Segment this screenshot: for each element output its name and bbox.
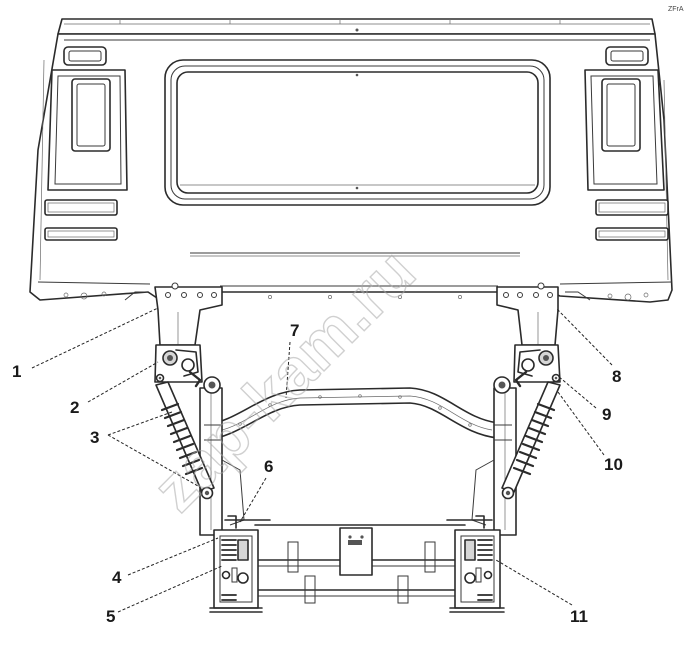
- side-recess-right: [584, 69, 665, 191]
- callout-1: 1: [12, 362, 21, 381]
- callout-6: 6: [264, 457, 273, 476]
- vent-slots-right: [595, 199, 669, 241]
- callout-2: 2: [70, 398, 79, 417]
- vent-slots-left: [44, 199, 118, 241]
- rear-window: [164, 59, 551, 206]
- right-cab-bracket: [496, 282, 559, 346]
- callout-7: 7: [290, 321, 299, 340]
- left-lower-bracket: [209, 529, 263, 613]
- callout-10: 10: [604, 455, 623, 474]
- callout-3: 3: [90, 428, 99, 447]
- cab-rear-panel: [29, 18, 673, 303]
- callout-5: 5: [106, 607, 115, 626]
- callout-8: 8: [612, 367, 621, 386]
- right-lock-mechanism: [513, 344, 561, 388]
- side-recess-left: [47, 69, 128, 191]
- right-support-arm: [471, 376, 517, 536]
- left-cab-bracket: [154, 282, 223, 346]
- leader-lines: [31, 307, 613, 613]
- callout-9: 9: [602, 405, 611, 424]
- frame-crossmember: [224, 515, 493, 604]
- right-spring-shock-absorber: [501, 381, 561, 500]
- callout-4: 4: [112, 568, 122, 587]
- callout-11: 11: [570, 607, 588, 626]
- upper-pad-left: [63, 46, 107, 66]
- left-lock-mechanism: [154, 344, 203, 388]
- left-spring-shock-absorber: [155, 381, 215, 500]
- upper-pad-right: [605, 46, 649, 66]
- right-lower-bracket: [449, 529, 505, 613]
- callout-labels: 1 2 3 4 5 6 7 8 9 10 11: [12, 321, 623, 626]
- corner-mark: ZFrA: [668, 6, 684, 13]
